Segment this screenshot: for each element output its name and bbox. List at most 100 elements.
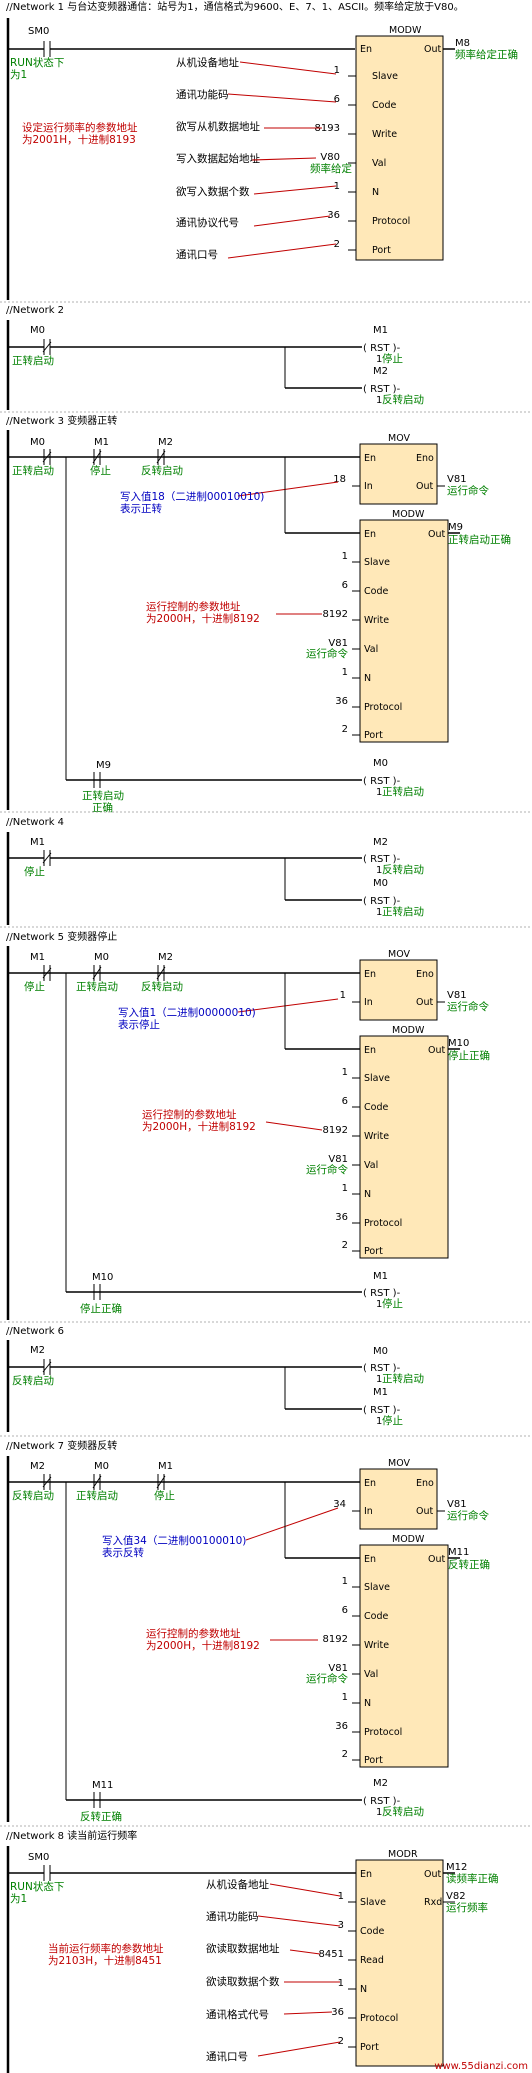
svg-text:停止: 停止 <box>382 1414 403 1427</box>
svg-text:M2: M2 <box>158 437 173 448</box>
svg-text:1: 1 <box>376 395 382 406</box>
svg-text:Eno: Eno <box>416 969 434 980</box>
svg-text:运行命令: 运行命令 <box>447 484 489 497</box>
svg-text:运行频率: 运行频率 <box>446 1901 488 1914</box>
svg-text:M0: M0 <box>94 1461 109 1472</box>
svg-text:In: In <box>364 481 373 492</box>
svg-text:M0: M0 <box>373 1346 388 1357</box>
svg-text:M9: M9 <box>96 760 111 771</box>
svg-text:运行命令: 运行命令 <box>447 1509 489 1522</box>
svg-text:Protocol: Protocol <box>364 702 402 713</box>
svg-text:M12: M12 <box>446 1862 467 1873</box>
svg-text:正转启动: 正转启动 <box>76 980 118 993</box>
svg-text:1: 1 <box>376 354 382 365</box>
svg-text:Out: Out <box>416 997 433 1008</box>
svg-text:Port: Port <box>364 1755 383 1766</box>
net1-val-protocol: 36 <box>327 210 340 221</box>
svg-text:3: 3 <box>338 1920 344 1931</box>
svg-text:停止: 停止 <box>382 1297 403 1310</box>
svg-text:Read: Read <box>360 1955 384 1966</box>
svg-text:正转启动: 正转启动 <box>382 785 424 798</box>
svg-text:Protocol: Protocol <box>364 1218 402 1229</box>
svg-text:Slave: Slave <box>364 1073 390 1084</box>
svg-text:2: 2 <box>342 1749 348 1760</box>
svg-text:M2: M2 <box>158 952 173 963</box>
svg-text:从机设备地址: 从机设备地址 <box>206 1878 269 1891</box>
svg-text:运行命令: 运行命令 <box>306 647 348 660</box>
svg-text:V81: V81 <box>447 474 467 485</box>
svg-text:运行命令: 运行命令 <box>306 1672 348 1685</box>
svg-text:1: 1 <box>342 1576 348 1587</box>
svg-text:N: N <box>364 1698 371 1709</box>
svg-text:2: 2 <box>342 1240 348 1251</box>
svg-text:V81: V81 <box>447 990 467 1001</box>
svg-text:MODW: MODW <box>392 1025 425 1036</box>
svg-text:En: En <box>364 453 376 464</box>
svg-text:( RST )-: ( RST )- <box>363 384 401 395</box>
svg-text:运行控制的参数地址: 运行控制的参数地址 <box>146 1627 241 1640</box>
svg-text:2: 2 <box>338 2036 344 2047</box>
network-4: //Network 4 M1 停止 M2 ( RST )- 1 反转启动 M0 … <box>6 817 424 925</box>
svg-text:M0: M0 <box>373 878 388 889</box>
svg-text:反转正确: 反转正确 <box>448 1558 490 1571</box>
svg-text:En: En <box>360 44 372 55</box>
net1-note-val: 写入数据起始地址 <box>176 152 260 165</box>
svg-text:1: 1 <box>376 787 382 798</box>
svg-text:停止: 停止 <box>154 1489 175 1502</box>
svg-text:V81: V81 <box>328 1154 348 1165</box>
svg-text:Val: Val <box>364 1669 378 1680</box>
svg-text:M2: M2 <box>30 1461 45 1472</box>
svg-text:反转启动: 反转启动 <box>141 464 183 477</box>
svg-text:Out: Out <box>428 529 445 540</box>
svg-text:反转启动: 反转启动 <box>12 1489 54 1502</box>
svg-text:1: 1 <box>342 1183 348 1194</box>
modw-title-1: MODW <box>389 25 422 36</box>
svg-text:6: 6 <box>342 1096 348 1107</box>
svg-text:M1: M1 <box>30 952 45 963</box>
svg-text:36: 36 <box>335 1212 348 1223</box>
svg-text:1: 1 <box>376 907 382 918</box>
svg-text:反转启动: 反转启动 <box>141 980 183 993</box>
svg-text:M1: M1 <box>30 837 45 848</box>
svg-text:Protocol: Protocol <box>360 2013 398 2024</box>
svg-text:8192: 8192 <box>323 609 348 620</box>
svg-text:Code: Code <box>372 100 396 111</box>
svg-text:En: En <box>364 529 376 540</box>
network-4-header: //Network 4 <box>6 817 64 828</box>
svg-text:M1: M1 <box>158 1461 173 1472</box>
svg-text:M1: M1 <box>373 1387 388 1398</box>
net1-val-code: 6 <box>334 94 340 105</box>
svg-text:运行命令: 运行命令 <box>306 1163 348 1176</box>
svg-text:为2000H，十进制8192: 为2000H，十进制8192 <box>146 612 260 625</box>
svg-text:( RST )-: ( RST )- <box>363 343 401 354</box>
modw-block-1 <box>355 35 444 261</box>
network-3: //Network 3 变频器正转 M0 正转启动 M1 停止 M2 反转启动 … <box>6 414 511 814</box>
svg-text:M0: M0 <box>30 325 45 336</box>
svg-text:为2103H，十进制8451: 为2103H，十进制8451 <box>48 1954 162 1967</box>
svg-text:En: En <box>360 1869 372 1880</box>
svg-text:M10: M10 <box>448 1038 469 1049</box>
svg-text:Out: Out <box>428 1554 445 1565</box>
svg-text:8451: 8451 <box>319 1949 344 1960</box>
net1-val-val: V80 <box>320 152 340 163</box>
net1-val-port: 2 <box>334 239 340 250</box>
svg-text:Slave: Slave <box>372 71 398 82</box>
svg-text:Write: Write <box>372 129 397 140</box>
svg-text:Rxd: Rxd <box>424 1897 442 1908</box>
svg-text:正转启动: 正转启动 <box>382 905 424 918</box>
sm0-desc-1: RUN状态下 <box>10 56 64 69</box>
net1-note-protocol: 通讯协议代号 <box>176 216 239 229</box>
svg-text:6: 6 <box>342 580 348 591</box>
svg-text:Code: Code <box>364 586 388 597</box>
svg-text:1: 1 <box>376 865 382 876</box>
svg-text:1: 1 <box>342 1692 348 1703</box>
svg-text:为2000H，十进制8192: 为2000H，十进制8192 <box>146 1639 260 1652</box>
svg-text:( RST )-: ( RST )- <box>363 1796 401 1807</box>
svg-text:Val: Val <box>364 644 378 655</box>
svg-text:18: 18 <box>333 474 346 485</box>
svg-text:M11: M11 <box>92 1780 113 1791</box>
svg-text:Slave: Slave <box>360 1897 386 1908</box>
svg-text:Code: Code <box>364 1102 388 1113</box>
svg-text:Slave: Slave <box>364 1582 390 1593</box>
svg-text:V81: V81 <box>328 1663 348 1674</box>
